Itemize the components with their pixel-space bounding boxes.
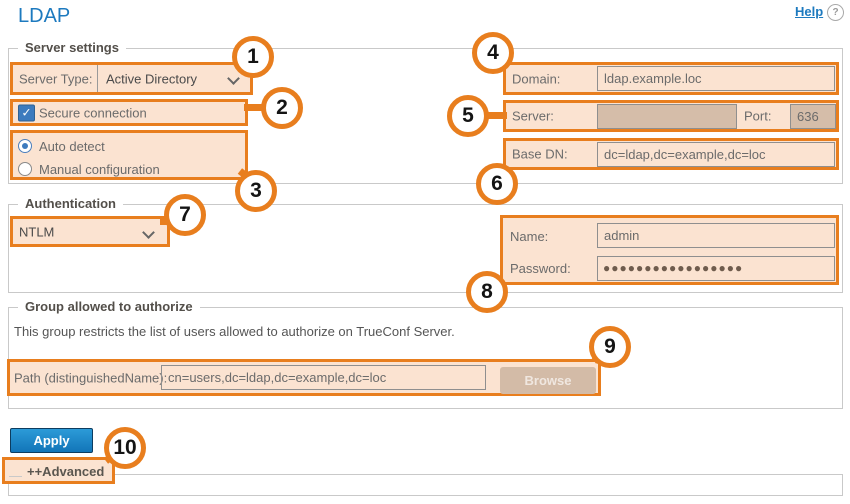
callout-5: 5 <box>447 95 489 137</box>
help-link[interactable]: Help <box>795 4 824 19</box>
callout-4: 4 <box>472 32 514 74</box>
detection-mode-group: Auto detect Manual configuration <box>10 130 248 180</box>
select-separator <box>97 65 98 92</box>
auth-method-select[interactable]: NTLM <box>10 216 170 247</box>
server-port-row: Server: Port: <box>503 100 839 132</box>
callout-5-connector <box>483 112 507 119</box>
apply-button[interactable]: Apply <box>10 428 93 453</box>
auto-detect-label: Auto detect <box>39 139 105 154</box>
advanced-toggle[interactable]: ++Advanced <box>2 457 115 484</box>
domain-label: Domain: <box>512 71 561 86</box>
secure-connection-checkbox[interactable]: ✓ <box>18 104 35 121</box>
callout-7: 7 <box>164 194 206 236</box>
callout-6: 6 <box>476 163 518 205</box>
checkmark-icon: ✓ <box>21 105 32 119</box>
callout-2: 2 <box>261 87 303 129</box>
help-question-icon[interactable]: ? <box>827 4 844 21</box>
authentication-legend: Authentication <box>18 196 123 211</box>
chevron-down-icon <box>142 226 155 239</box>
server-type-select[interactable]: Active Directory <box>98 65 250 92</box>
callout-8: 8 <box>466 271 508 313</box>
server-type-value: Active Directory <box>106 71 198 86</box>
credentials-group: Name: Password: ●●●●●●●●●●●●●●●●● <box>500 215 839 285</box>
port-label: Port: <box>744 108 772 124</box>
manual-configuration-radio[interactable] <box>18 162 32 176</box>
server-type-row: Server Type: Active Directory <box>10 62 253 95</box>
advanced-label: ++Advanced <box>27 464 105 479</box>
path-label: Path (distinguishedName): <box>14 370 168 385</box>
password-label: Password: <box>510 261 571 276</box>
advanced-fieldset <box>8 474 843 496</box>
domain-input[interactable] <box>597 66 835 91</box>
port-input <box>790 104 836 129</box>
path-input[interactable] <box>161 365 486 390</box>
name-label: Name: <box>510 229 549 244</box>
server-settings-legend: Server settings <box>18 40 126 55</box>
callout-9: 9 <box>589 326 631 368</box>
path-row: Path (distinguishedName): Browse <box>7 359 601 396</box>
browse-button[interactable]: Browse <box>500 367 596 394</box>
base-dn-row: Base DN: <box>503 138 839 170</box>
callout-1: 1 <box>232 36 274 78</box>
page-title: LDAP <box>18 5 71 27</box>
fieldset-line-fragment <box>9 476 22 477</box>
auth-method-value: NTLM <box>19 224 55 239</box>
domain-row: Domain: <box>503 62 839 95</box>
server-input <box>597 104 737 129</box>
auto-detect-radio[interactable] <box>18 139 32 153</box>
callout-10: 10 <box>104 427 146 469</box>
group-description: This group restricts the list of users a… <box>14 324 455 339</box>
name-input[interactable] <box>597 223 835 248</box>
base-dn-input[interactable] <box>597 142 835 167</box>
group-legend: Group allowed to authorize <box>18 299 200 314</box>
manual-configuration-label: Manual configuration <box>39 162 160 177</box>
callout-3: 3 <box>235 170 277 212</box>
server-type-label: Server Type: <box>19 71 93 86</box>
secure-connection-row: ✓ Secure connection <box>10 99 248 126</box>
chevron-down-icon <box>227 72 240 85</box>
server-label: Server: <box>512 108 554 124</box>
base-dn-label: Base DN: <box>512 146 568 162</box>
secure-connection-label: Secure connection <box>39 105 147 120</box>
callout-2-connector <box>244 104 266 111</box>
password-input[interactable]: ●●●●●●●●●●●●●●●●● <box>597 256 835 281</box>
